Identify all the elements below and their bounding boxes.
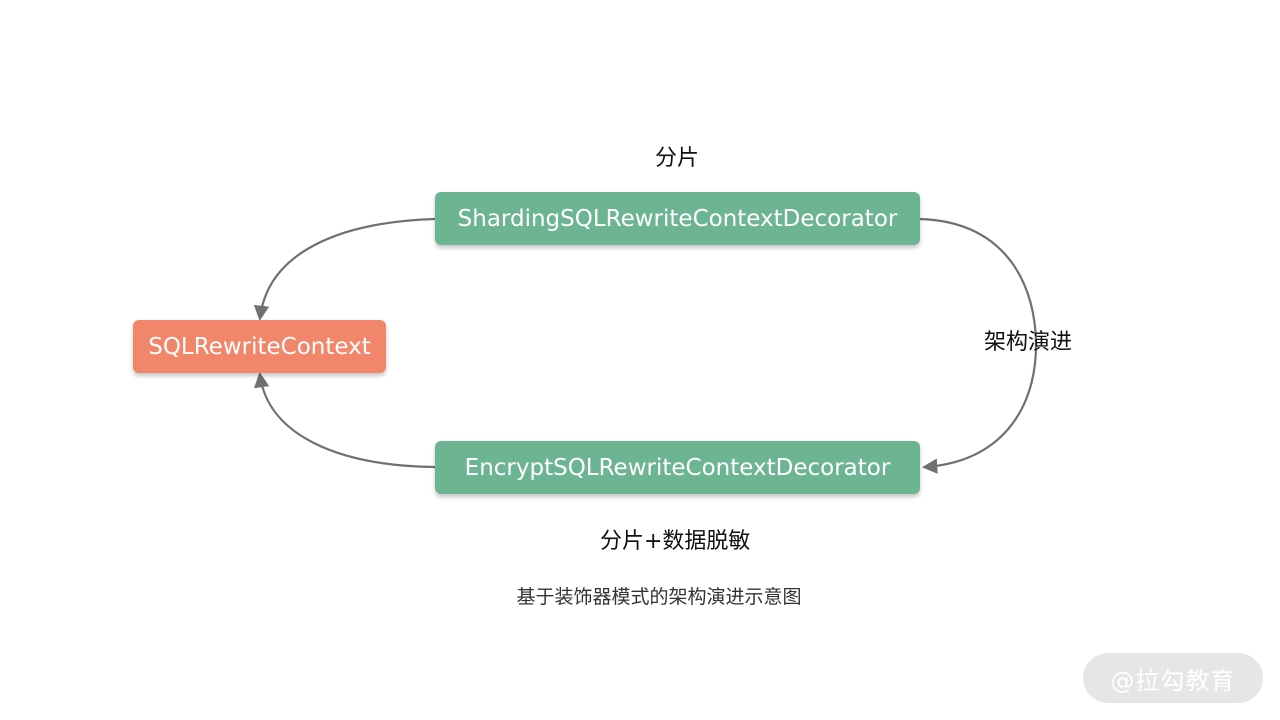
encrypt-decorator-node: EncryptSQLRewriteContextDecorator bbox=[435, 441, 920, 494]
rewrite-context-node: SQLRewriteContext bbox=[133, 320, 386, 373]
sharding-decorator-label: ShardingSQLRewriteContextDecorator bbox=[457, 205, 898, 232]
label-sharding-encrypt: 分片+数据脱敏 bbox=[600, 529, 751, 554]
diagram-caption: 基于装饰器模式的架构演进示意图 bbox=[516, 586, 802, 608]
label-sharding: 分片 bbox=[655, 146, 700, 171]
arrow-sharding-to-context bbox=[253, 217, 436, 322]
watermark-logo: @拉勾教育 bbox=[1083, 653, 1263, 703]
sharding-decorator-node: ShardingSQLRewriteContextDecorator bbox=[435, 192, 920, 245]
encrypt-decorator-label: EncryptSQLRewriteContextDecorator bbox=[464, 454, 891, 481]
rewrite-context-label: SQLRewriteContext bbox=[148, 333, 371, 360]
label-architecture-evolution: 架构演进 bbox=[984, 330, 1073, 355]
arrow-encrypt-to-context bbox=[253, 371, 436, 469]
